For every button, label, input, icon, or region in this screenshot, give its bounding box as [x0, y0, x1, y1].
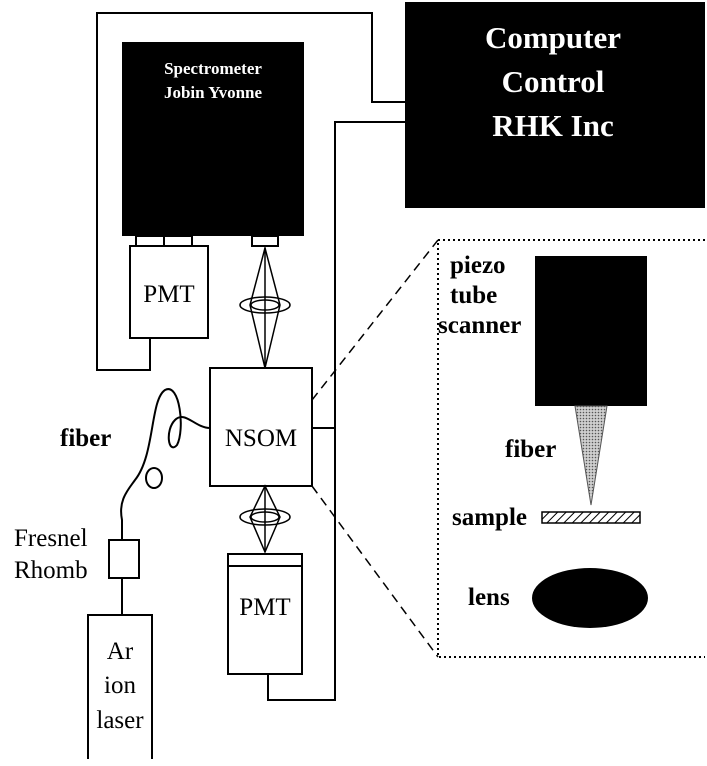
collection-lens	[532, 568, 648, 628]
nsom-label: NSOM	[225, 425, 297, 452]
inset-border	[437, 239, 705, 658]
computer-label-line1: Computer	[485, 20, 621, 55]
laser-label-line3: laser	[96, 707, 144, 734]
computer-label-line3: RHK Inc	[492, 108, 613, 143]
optical-path-lower	[239, 484, 291, 554]
laser-label-line1: Ar	[107, 638, 134, 665]
scanner-label-line2: tube	[450, 282, 497, 309]
pmt-upper-label: PMT	[143, 281, 194, 308]
spectrometer-port-right	[251, 235, 279, 247]
ar-ion-laser: Ar ion laser	[87, 614, 153, 759]
lens-lower	[239, 508, 291, 526]
optical-path-upper	[239, 245, 291, 369]
pmt-lower-box	[227, 565, 303, 675]
fresnel-label-line2: Rhomb	[14, 557, 88, 584]
fiber-cable	[120, 388, 211, 540]
computer-control: Computer Control RHK Inc	[405, 2, 705, 208]
fiber-label: fiber	[60, 425, 111, 452]
fresnel-label-line1: Fresnel	[14, 525, 88, 552]
pmt-upper: PMT	[129, 245, 209, 339]
connection-wires	[96, 12, 405, 701]
fresnel-rhomb-box	[108, 539, 140, 579]
pmt-lower: PMT	[227, 553, 303, 675]
lens-label: lens	[468, 584, 510, 611]
laser-label-line2: ion	[104, 672, 136, 699]
laser-box	[87, 614, 153, 759]
spectrometer-box	[122, 42, 304, 236]
nsom-box	[209, 367, 313, 487]
fiber-inset-label: fiber	[505, 436, 556, 463]
fiber-loop	[145, 467, 163, 489]
pmt-upper-box	[129, 245, 209, 339]
sample-label: sample	[452, 504, 527, 531]
sample-slab	[541, 511, 641, 524]
fresnel-rhomb: Fresnel Rhomb	[14, 525, 140, 584]
lens-upper	[239, 296, 291, 314]
wire-computer-spectrometer	[96, 12, 405, 371]
nsom-detail-inset: piezo tube scanner fiber sample lens	[437, 239, 705, 658]
computer-box	[405, 2, 705, 208]
fiber-tip	[574, 405, 608, 506]
nsom: NSOM	[209, 367, 313, 487]
spectrometer-label-line1: Spectrometer	[164, 59, 262, 78]
scanner-label-line1: piezo	[450, 252, 506, 279]
zoom-lines	[311, 239, 439, 658]
spectrometer-label-line2: Jobin Yvonne	[164, 83, 263, 102]
computer-label-line2: Control	[502, 64, 605, 99]
pmt-lower-window	[227, 553, 303, 567]
piezo-tube-scanner	[535, 256, 647, 406]
scanner-label-line3: scanner	[438, 312, 521, 339]
spectrometer: Spectrometer Jobin Yvonne	[122, 42, 304, 247]
wire-computer-nsom	[267, 121, 405, 701]
pmt-lower-label: PMT	[239, 594, 290, 621]
